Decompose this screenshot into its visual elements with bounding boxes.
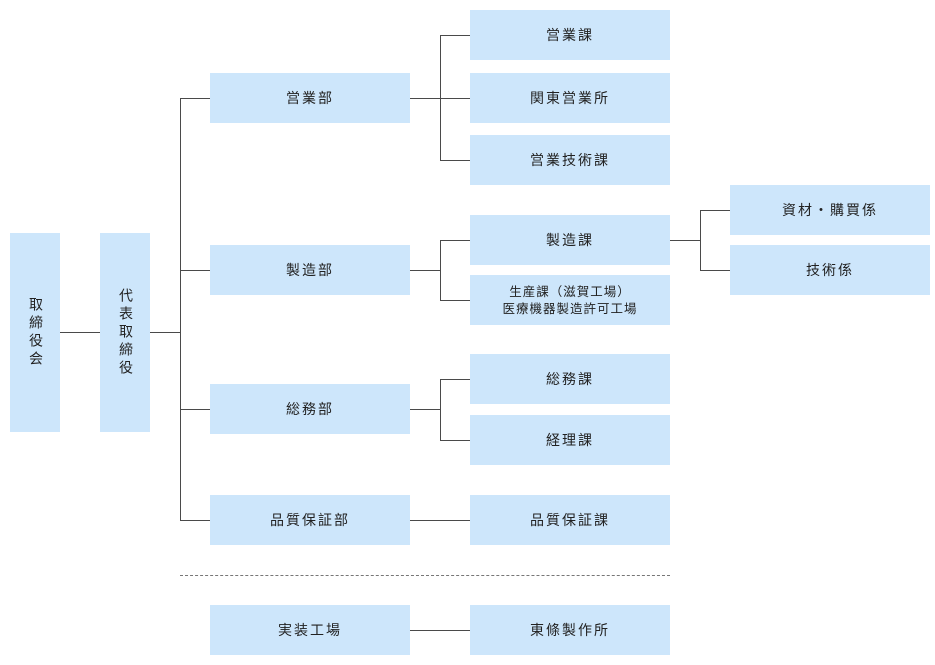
connector-general-1 <box>440 379 470 380</box>
connector-sales-3 <box>440 160 470 161</box>
connector-mfg-branch <box>440 240 441 300</box>
section-general-2-box: 経理課 <box>470 415 670 465</box>
connector-general-branch <box>440 379 441 440</box>
connector-to-general <box>180 409 210 410</box>
plant-site-label: 東條製作所 <box>530 623 610 639</box>
connector-board-president <box>60 332 100 333</box>
connector-to-manufacturing <box>180 270 210 271</box>
section-sales-3-label: 営業技術課 <box>530 153 610 169</box>
connector-president-trunk <box>150 332 180 333</box>
section-general-1-box: 総務課 <box>470 354 670 404</box>
section-mfg-2-box: 生産課（滋賀工場） 医療機器製造許可工場 <box>470 275 670 325</box>
dept-quality-label: 品質保証部 <box>270 513 350 529</box>
section-general-2-label: 経理課 <box>546 433 594 449</box>
dept-general-box: 総務部 <box>210 384 410 434</box>
dept-general-label: 総務部 <box>286 402 334 418</box>
section-sales-1-box: 営業課 <box>470 10 670 60</box>
section-general-1-label: 総務課 <box>546 372 594 388</box>
section-sales-2-box: 関東営業所 <box>470 73 670 123</box>
connector-mfg-1 <box>440 240 470 241</box>
connector-sales-1 <box>440 35 470 36</box>
dept-sales-box: 営業部 <box>210 73 410 123</box>
group-1-box: 資材・購買係 <box>730 185 930 235</box>
connector-sales-branch <box>440 35 441 160</box>
section-mfg-1-box: 製造課 <box>470 215 670 265</box>
connector-mfg-2 <box>440 300 470 301</box>
dept-quality-box: 品質保証部 <box>210 495 410 545</box>
section-sales-1-label: 営業課 <box>546 28 594 44</box>
connector-mfg-groups-out <box>670 240 700 241</box>
section-quality-1-label: 品質保証課 <box>530 513 610 529</box>
president-box: 代表取締役 <box>100 233 150 432</box>
connector-general-2 <box>440 440 470 441</box>
section-mfg-2-sublabel: 医療機器製造許可工場 <box>502 301 638 316</box>
dept-manufacturing-label: 製造部 <box>286 263 334 279</box>
plant-box: 実装工場 <box>210 605 410 655</box>
connector-to-quality <box>180 520 210 521</box>
group-2-label: 技術係 <box>806 263 854 279</box>
board-label: 取締役会 <box>27 296 43 369</box>
group-1-label: 資材・購買係 <box>782 203 878 219</box>
dept-sales-label: 営業部 <box>286 91 334 107</box>
section-sales-3-box: 営業技術課 <box>470 135 670 185</box>
plant-site-box: 東條製作所 <box>470 605 670 655</box>
separator <box>180 575 670 576</box>
connector-plant-out <box>410 630 470 631</box>
connector-dept-trunk <box>180 98 181 520</box>
section-quality-1-box: 品質保証課 <box>470 495 670 545</box>
board-box: 取締役会 <box>10 233 60 432</box>
plant-label: 実装工場 <box>278 623 342 639</box>
dept-manufacturing-box: 製造部 <box>210 245 410 295</box>
connector-general-out <box>410 409 440 410</box>
section-mfg-2-label: 生産課（滋賀工場） <box>509 284 631 299</box>
president-label: 代表取締役 <box>117 287 133 378</box>
connector-quality-out <box>410 520 470 521</box>
section-sales-2-label: 関東営業所 <box>530 91 610 107</box>
connector-group-2 <box>700 270 730 271</box>
connector-group-1 <box>700 210 730 211</box>
connector-mfg-out <box>410 270 440 271</box>
group-2-box: 技術係 <box>730 245 930 295</box>
section-mfg-1-label: 製造課 <box>546 233 594 249</box>
connector-mfg-groups-branch <box>700 210 701 270</box>
connector-to-sales <box>180 98 210 99</box>
